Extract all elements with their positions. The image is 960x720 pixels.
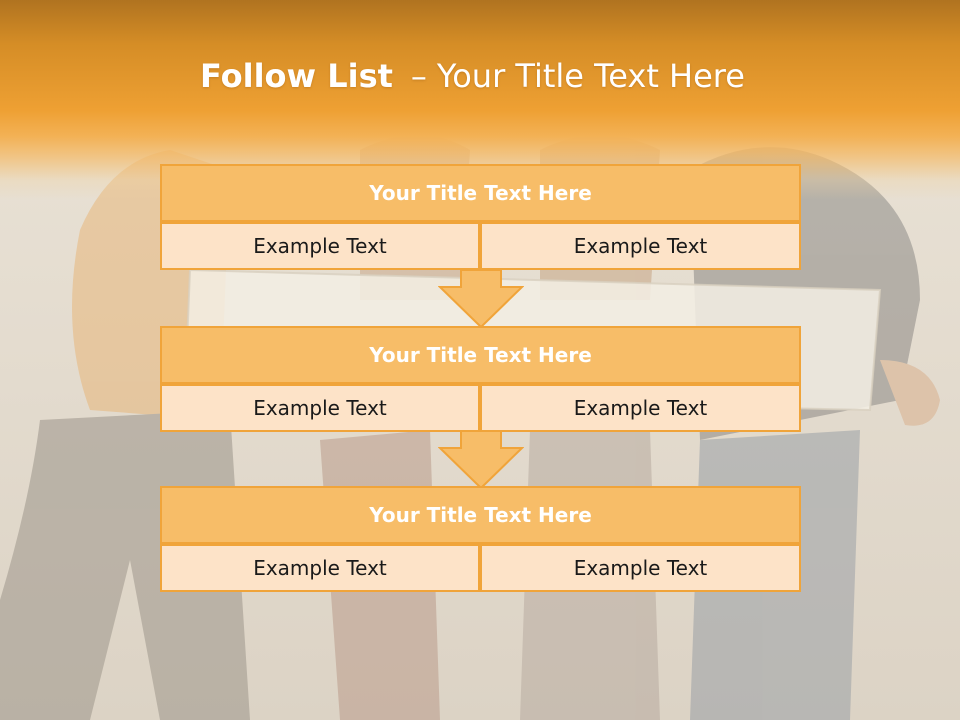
block-cell-right[interactable]: Example Text bbox=[480, 384, 801, 432]
slide-title: Follow List–Your Title Text Here bbox=[0, 52, 945, 100]
block-cell-right[interactable]: Example Text bbox=[480, 222, 801, 270]
block-title[interactable]: Your Title Text Here bbox=[160, 326, 801, 384]
block-cell-left[interactable]: Example Text bbox=[160, 544, 480, 592]
block-cell-left[interactable]: Example Text bbox=[160, 222, 480, 270]
down-arrow-icon bbox=[438, 431, 524, 489]
block-cell-left[interactable]: Example Text bbox=[160, 384, 480, 432]
block-cell-right[interactable]: Example Text bbox=[480, 544, 801, 592]
block-title[interactable]: Your Title Text Here bbox=[160, 486, 801, 544]
title-bold: Follow List bbox=[200, 57, 393, 95]
title-rest: Your Title Text Here bbox=[436, 57, 745, 95]
down-arrow-icon bbox=[438, 270, 524, 328]
block-title[interactable]: Your Title Text Here bbox=[160, 164, 801, 222]
title-separator: – bbox=[410, 57, 427, 95]
